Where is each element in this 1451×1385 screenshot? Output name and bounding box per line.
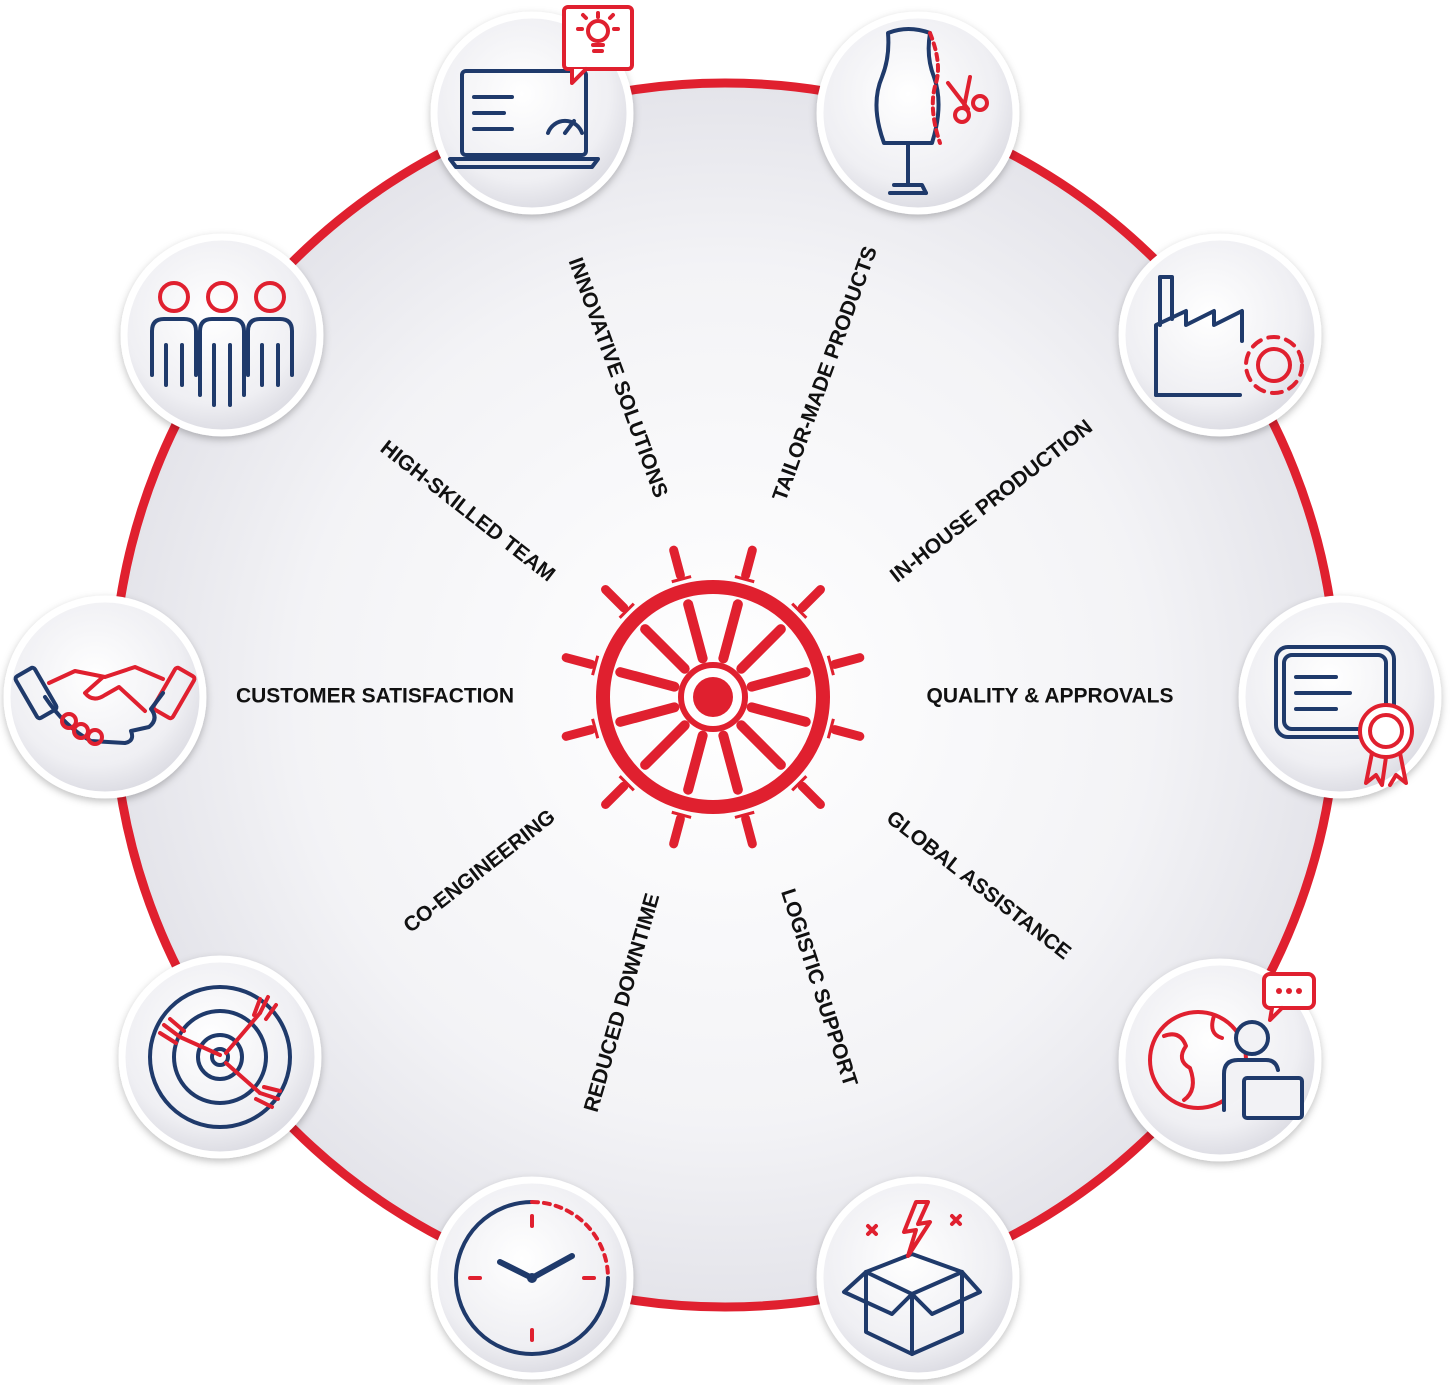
wheel-handle: [797, 585, 825, 613]
disc-logistic-support: [816, 1176, 1020, 1380]
wheel-handle-cap: [591, 718, 600, 739]
wheel-handle: [601, 585, 629, 613]
label-customer-satisfaction: CUSTOMER SATISFACTION: [236, 685, 514, 708]
wheel-handle-cap: [618, 602, 635, 619]
disc-innovative-solutions: [430, 5, 634, 215]
wheel-spoke: [718, 730, 743, 795]
wheel-spoke: [683, 599, 708, 664]
disc-reduced-downtime: [430, 1176, 634, 1380]
wheel-handle: [830, 725, 865, 741]
team-icon: [150, 281, 294, 407]
certificate-icon: [1274, 645, 1414, 787]
wheel-handle: [741, 814, 757, 849]
wheel-handle-cap: [618, 775, 635, 792]
wheel-handle: [669, 545, 685, 580]
wheel-handle: [741, 545, 757, 580]
wheel-handle-cap: [671, 575, 692, 584]
tailor-mannequin-icon: [874, 27, 989, 195]
disc-quality-approvals: [1238, 595, 1442, 799]
wheel-handle-cap: [734, 810, 755, 819]
wheel-handle: [561, 653, 596, 669]
wheel-spoke: [615, 667, 680, 692]
wheel-handle-cap: [791, 602, 808, 619]
clock-icon: [454, 1200, 610, 1356]
wheel-handle: [669, 814, 685, 849]
wheel-spoke: [718, 599, 743, 664]
wheel-spoke: [683, 730, 708, 795]
globe-support-icon: [1148, 972, 1316, 1120]
disc-in-house-production: [1118, 233, 1322, 437]
wheel-handle-cap: [734, 575, 755, 584]
wheel-spoke: [736, 624, 786, 674]
disc-tailor-made-products: [816, 11, 1020, 215]
wheel-spoke: [640, 624, 690, 674]
disc-co-engineering: [118, 955, 322, 1159]
wheel-handle-cap: [591, 655, 600, 676]
disc-high-skilled-team: [120, 233, 324, 437]
wheel-handle-cap: [671, 810, 692, 819]
factory-gear-icon: [1154, 275, 1304, 397]
ship-wheel-emblem: [561, 545, 865, 849]
label-quality-approvals: QUALITY & APPROVALS: [927, 685, 1174, 708]
disc-global-assistance: [1118, 958, 1322, 1162]
wheel-handle: [830, 653, 865, 669]
wheel-handle: [797, 781, 825, 809]
wheel-handle-cap: [791, 775, 808, 792]
wheel-spoke: [640, 720, 690, 770]
wheel-handle-cap: [826, 655, 835, 676]
wheel-spoke: [736, 720, 786, 770]
wheel-spoke: [746, 702, 811, 727]
target-arrows-icon: [148, 985, 292, 1129]
wheel-handle-cap: [826, 718, 835, 739]
handshake-icon: [13, 665, 197, 746]
laptop-lightbulb-icon: [448, 5, 634, 169]
wheel-spoke: [615, 702, 680, 727]
disc-customer-satisfaction: [3, 595, 207, 799]
open-box-icon: [842, 1200, 982, 1356]
wheel-spoke: [746, 667, 811, 692]
wheel-handle: [601, 781, 629, 809]
wheel-handle: [561, 725, 596, 741]
